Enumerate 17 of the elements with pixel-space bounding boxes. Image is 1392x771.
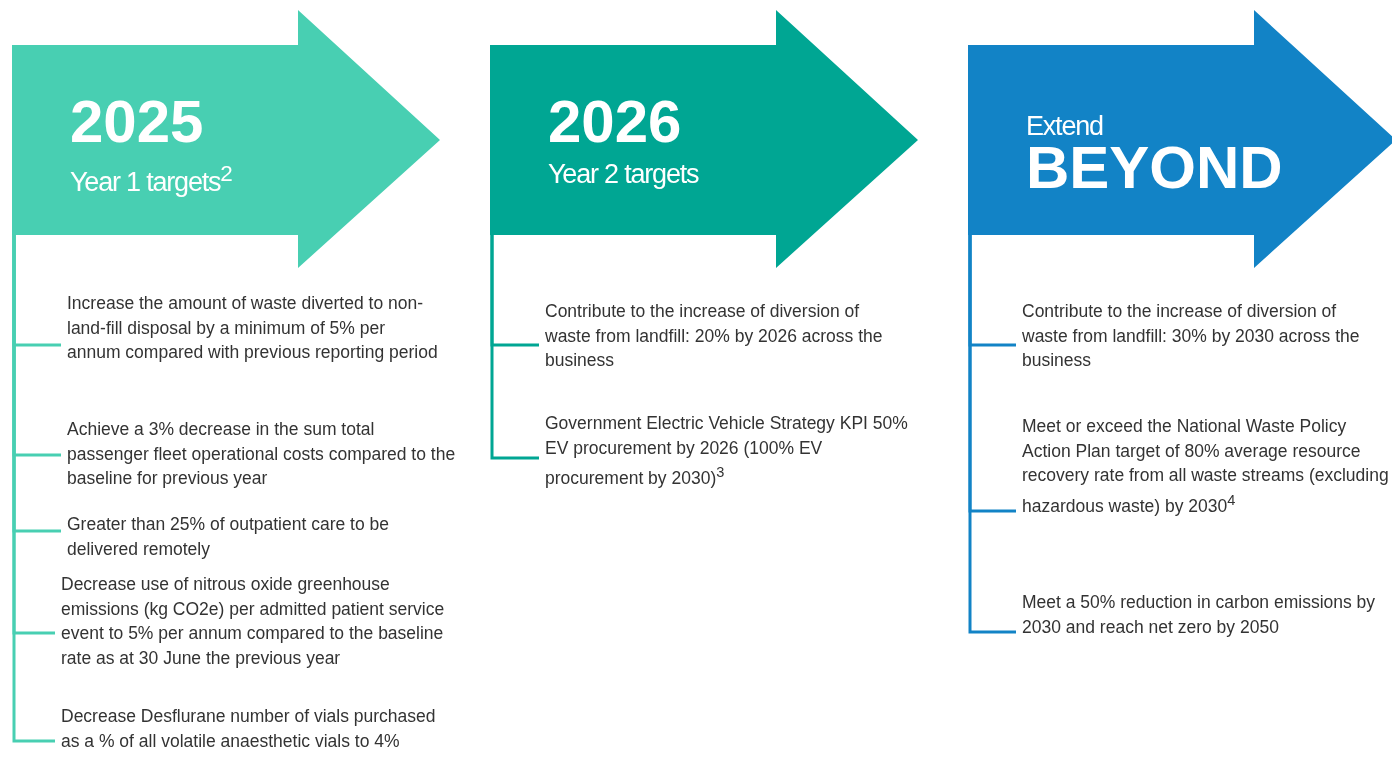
target-text: Decrease use of nitrous oxide greenhouse emissions (kg CO2e) per admitted patient service event to 5% per annum compared to the baseline rate as at 30 June the previous year [61,572,458,670]
subheading: Year 1 targets$^{2}$ [70,160,232,198]
target-text: Government Electric Vehicle Strategy KPI 50% EV procurement by 2026 (100% EV procurement by 2030)$^{3}$ [545,411,917,491]
year-heading: 2025 [70,90,204,154]
year-heading: 2026 [548,90,682,154]
target-text: Contribute to the increase of diversion of waste from landfill: 20% by 2026 across the business [545,299,905,373]
bracket-connector [12,235,55,743]
target-text: Meet a 50% reduction in carbon emissions by 2030 and reach net zero by 2050 [1022,590,1384,639]
subheading: Year 2 targets [548,158,699,190]
target-text: Meet or exceed the National Waste Policy Action Plan target of 80% average resource recovery rate from all waste streams (excluding hazardous waste) by 2030$^{4}$ [1022,414,1390,518]
target-text: Greater than 25% of outpatient care to be delivered remotely [67,512,417,561]
target-text: Decrease Desflurane number of vials purchased as a % of all volatile anaesthetic vials to 4% [61,704,451,753]
target-text: Contribute to the increase of diversion of waste from landfill: 30% by 2030 across the business [1022,299,1384,373]
target-text: Achieve a 3% decrease in the sum total passenger fleet operational costs compared to the baseline for previous year [67,417,459,491]
bracket-connector [968,235,1016,634]
bracket-connector [490,235,539,460]
target-text: Increase the amount of waste diverted to non-land-fill disposal by a minimum of 5% per annum compared with previous reporting period [67,291,439,365]
